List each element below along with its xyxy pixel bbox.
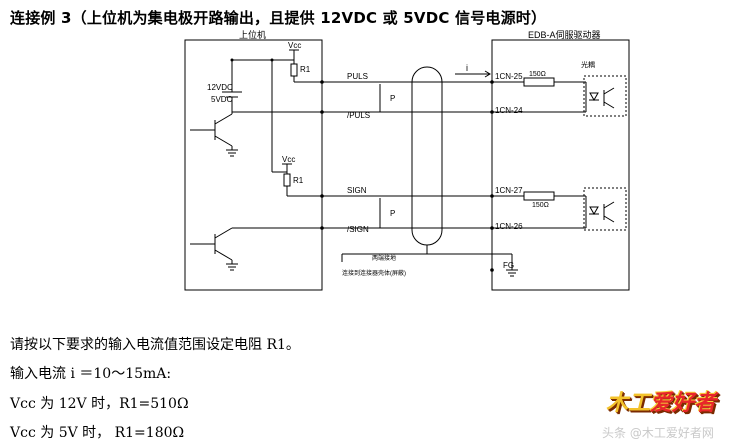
watermark-caption: 头条 @木工爱好者网 [602,426,714,440]
driver-label: EDB-A伺服驱动器 [528,29,601,40]
driver-box [491,39,630,291]
host-label: 上位机 [239,29,266,40]
page-title: 连接例 3（上位机为集电极开路输出，且提供 12VDC 或 5VDC 信号电源时… [10,9,547,27]
supply-5v-label: 5VDC [211,95,233,104]
pair-label-puls: P [390,94,395,103]
current-label: i [466,63,468,73]
sign-n-label: /SIGN [347,225,369,234]
pin-1cn26: 1CN-26 [495,222,523,231]
host-box [184,39,323,291]
vcc-5v-line: Vcc 为 5V 时， R1=180Ω [10,425,185,441]
vcc-label-top: Vcc [288,41,301,50]
puls-n-label: /PULS [347,111,370,120]
res-150-top: 150Ω [529,71,546,78]
pair-label-sign: P [390,209,395,218]
wiring-diagram: 上位机 EDB-A伺服驱动器 光耦 Vcc R1 Vcc R1 12VDC 5V… [184,29,630,291]
supply-12v-label: 12VDC [207,83,233,92]
shield-note: 两端接地 [372,254,396,262]
fg-label: FG [503,261,514,270]
optocoupler-label: 光耦 [581,60,595,69]
watermark-logo: 木工爱好者 [606,391,717,416]
pin-1cn27: 1CN-27 [495,186,523,195]
pin-1cn25: 1CN-25 [495,72,523,81]
current-range-line: 输入电流 i ＝10～15mA: [10,366,172,382]
pin-1cn24: 1CN-24 [495,106,523,115]
vcc-12v-line: Vcc 为 12V 时，R1=510Ω [10,396,189,412]
vcc-label-mid: Vcc [282,155,295,164]
instruction-line: 请按以下要求的输入电流值范围设定电阻 R1。 [10,337,300,353]
r1-label-top: R1 [300,65,311,74]
shell-note: 连接到连接器壳体(屏蔽) [342,269,406,277]
res-150-bottom: 150Ω [532,202,549,209]
puls-label: PULS [347,72,368,81]
sign-label: SIGN [347,186,367,195]
r1-label-mid: R1 [293,176,304,185]
